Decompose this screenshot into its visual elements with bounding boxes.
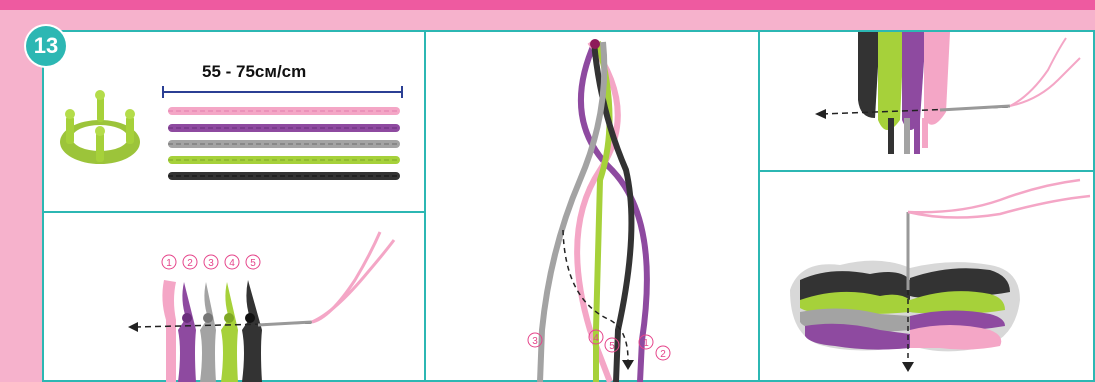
strand-number: 5 xyxy=(609,341,615,352)
strands-bundle-left xyxy=(162,280,262,382)
knitting-loom-icon xyxy=(60,90,140,164)
cord-length-label: 55 - 75см/cm xyxy=(202,62,307,81)
cord-green xyxy=(168,156,400,164)
strand-number: 4 xyxy=(229,258,235,269)
joined-braid-ends xyxy=(790,260,1020,352)
strand-number: 4 xyxy=(593,333,599,344)
strand-number: 3 xyxy=(208,258,214,269)
cord-pink xyxy=(168,107,400,115)
cord-black xyxy=(168,172,400,180)
cord-gray xyxy=(168,140,400,148)
needle-arrow-left xyxy=(128,231,396,332)
strand-number: 2 xyxy=(187,258,193,269)
strand-number: 2 xyxy=(660,349,666,360)
strand-number: 5 xyxy=(250,258,256,269)
strand-number-circles-middle xyxy=(527,329,671,361)
strand-number: 1 xyxy=(166,258,172,269)
needle-down-arrow xyxy=(902,178,1091,372)
step-number: 13 xyxy=(33,33,59,58)
braid-strands xyxy=(537,39,650,382)
panel-braid xyxy=(424,30,760,382)
step-number-badge: 13 xyxy=(26,26,66,66)
strand-number: 1 xyxy=(643,338,649,349)
needle-arrow-top-right xyxy=(815,37,1081,119)
cord-purple xyxy=(168,124,400,132)
top-band xyxy=(0,0,1095,10)
braid-dashed-arrow xyxy=(562,229,634,370)
measurement-line xyxy=(162,86,403,98)
strand-number-circles-left xyxy=(161,254,261,270)
braided-bundle-top-right xyxy=(858,32,950,154)
strand-number: 3 xyxy=(532,336,538,347)
